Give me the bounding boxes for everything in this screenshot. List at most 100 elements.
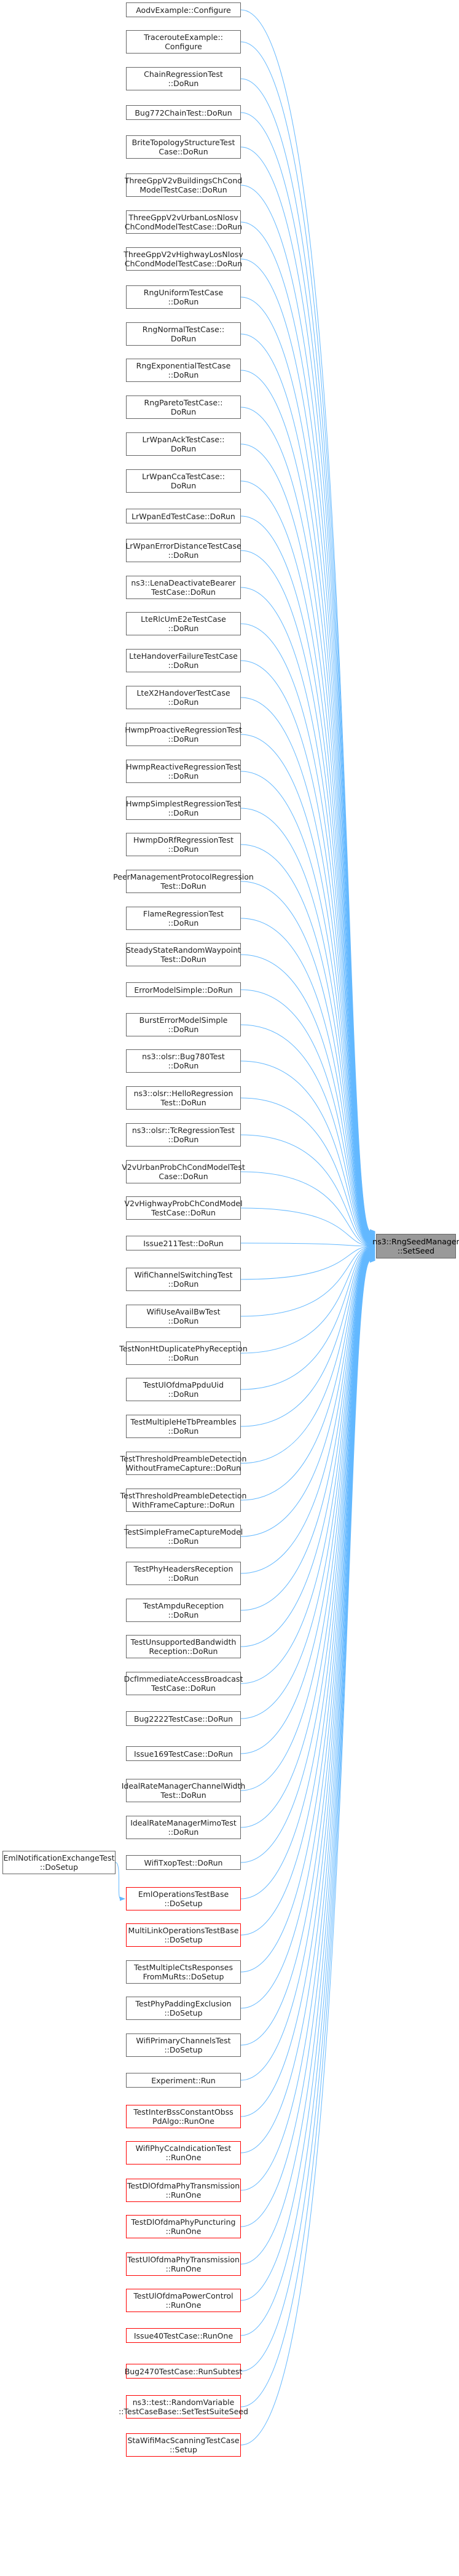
node-label-line: TestSimpleFrameCaptureModel xyxy=(124,1527,243,1536)
caller-node-testulofdmapowercontrol-runone[interactable]: TestUlOfdmaPowerControl::RunOne xyxy=(126,2289,241,2312)
node-label-line: ::RunOne xyxy=(165,2153,202,2162)
caller-node-bursterrormodelsimple-dorun[interactable]: BurstErrorModelSimple::DoRun xyxy=(126,1013,241,1036)
call-edge xyxy=(240,1252,371,1791)
target-node-rngseedmanager-setseed[interactable]: ns3::RngSeedManager::SetSeed xyxy=(372,1234,459,1258)
caller-node-multilinkoperationstestbase-dosetup[interactable]: MultiLinkOperationsTestBase::DoSetup xyxy=(126,1923,241,1947)
caller-node-issue40testcase-runone[interactable]: Issue40TestCase::RunOne xyxy=(126,2328,241,2343)
caller-node-wifiprimarychannelstest-dosetup[interactable]: WifiPrimaryChannelsTest::DoSetup xyxy=(126,2033,241,2057)
call-edge-arrowhead xyxy=(370,1258,375,1263)
caller-node-wifiuseavailbwtest-dorun[interactable]: WifiUseAvailBwTest::DoRun xyxy=(126,1305,241,1328)
caller-node-errormodelsimple-dorun[interactable]: ErrorModelSimple::DoRun xyxy=(126,982,241,997)
node-label-line: Test::DoRun xyxy=(160,1098,206,1107)
caller-node-rngnormaltestcase-dorun[interactable]: RngNormalTestCase::DoRun xyxy=(126,322,241,346)
caller-node-lrwpanacktestcase-dorun[interactable]: LrWpanAckTestCase::DoRun xyxy=(126,432,241,456)
node-label-line: ::TestCaseBase::SetTestSuiteSeed xyxy=(119,2407,248,2416)
caller-node-rngparetotestcase-dorun[interactable]: RngParetoTestCase::DoRun xyxy=(126,396,241,419)
caller-node-ns3-test-randomvariable-testcasebase-settestsuiteseed[interactable]: ns3::test::RandomVariable::TestCaseBase:… xyxy=(119,2395,248,2419)
caller-node-emlnotificationexchangetest-dosetup[interactable]: EmlNotificationExchangeTest::DoSetup xyxy=(2,1851,116,1874)
call-edge xyxy=(240,808,371,1241)
node-label-line: PdAlgo::RunOne xyxy=(152,2117,214,2126)
node-label-line: DoRun xyxy=(170,444,197,453)
call-edge xyxy=(240,1254,371,1899)
call-edge xyxy=(240,1246,371,1317)
caller-node-bug772chaintest-dorun[interactable]: Bug772ChainTest::DoRun xyxy=(126,105,241,120)
caller-node-lrwpanerrordistancetestcase-dorun[interactable]: LrWpanErrorDistanceTestCase::DoRun xyxy=(125,539,241,562)
caller-node-testulofdmaphytransmission-runone[interactable]: TestUlOfdmaPhyTransmission::RunOne xyxy=(126,2252,241,2276)
caller-node-rnguniformtestcase-dorun[interactable]: RngUniformTestCase::DoRun xyxy=(126,285,241,309)
node-label-line: TestUnsupportedBandwidth xyxy=(130,1637,237,1647)
caller-node-hwmpproactiveregressiontest-dorun[interactable]: HwmpProactiveRegressionTest::DoRun xyxy=(125,723,242,746)
caller-node-rngexponentialtestcase-dorun[interactable]: RngExponentialTestCase::DoRun xyxy=(126,359,241,382)
node-label-line: TestCase::DoRun xyxy=(151,587,216,597)
caller-node-testulofdmappduuid-dorun[interactable]: TestUlOfdmaPpduUid::DoRun xyxy=(126,1378,241,1401)
caller-node-testsimpleframecapturemodel-dorun[interactable]: TestSimpleFrameCaptureModel::DoRun xyxy=(124,1525,243,1548)
caller-node-wifichannelswitchingtest-dorun[interactable]: WifiChannelSwitchingTest::DoRun xyxy=(126,1268,241,1291)
caller-node-testmultiplehetbpreambles-dorun[interactable]: TestMultipleHeTbPreambles::DoRun xyxy=(126,1415,241,1438)
caller-node-wifiphyccaindicationtest-runone[interactable]: WifiPhyCcaIndicationTest::RunOne xyxy=(126,2141,241,2165)
caller-node-testphyheadersreception-dorun[interactable]: TestPhyHeadersReception::DoRun xyxy=(126,1562,241,1585)
caller-node-testnonhtduplicatephyreception-dorun[interactable]: TestNonHtDuplicatePhyReception::DoRun xyxy=(119,1342,248,1365)
caller-node-lterlcume2etestcase-dorun[interactable]: LteRlcUmE2eTestCase::DoRun xyxy=(126,612,241,635)
caller-node-bug2222testcase-dorun[interactable]: Bug2222TestCase::DoRun xyxy=(126,1711,241,1726)
caller-node-issue211test-dorun[interactable]: Issue211Test::DoRun xyxy=(126,1236,241,1250)
call-edge xyxy=(240,771,371,1241)
caller-node-bug2470testcase-runsubtest[interactable]: Bug2470TestCase::RunSubtest xyxy=(125,2364,242,2379)
caller-node-wifitxoptest-dorun[interactable]: WifiTxopTest::DoRun xyxy=(126,1855,241,1870)
node-label-line: BurstErrorModelSimple xyxy=(139,1016,228,1025)
caller-node-ns3-olsr-bug780test-dorun[interactable]: ns3::olsr::Bug780Test::DoRun xyxy=(126,1049,241,1073)
caller-node-hwmpreactiveregressiontest-dorun[interactable]: HwmpReactiveRegressionTest::DoRun xyxy=(126,760,241,783)
node-label-line: EmlNotificationExchangeTest xyxy=(3,1853,115,1862)
caller-node-aodvexample-configure[interactable]: AodvExample::Configure xyxy=(126,2,241,17)
caller-node-lrwpanccatestcase-dorun[interactable]: LrWpanCcaTestCase::DoRun xyxy=(126,469,241,493)
node-label-line: WithoutFrameCapture::DoRun xyxy=(125,1463,241,1473)
caller-node-hwmpdorfregressiontest-dorun[interactable]: HwmpDoRfRegressionTest::DoRun xyxy=(126,833,241,856)
node-label-line: ::RunOne xyxy=(165,2300,202,2310)
node-label-line: ::DoRun xyxy=(168,1827,199,1837)
node-label-line: StaWifiMacScanningTestCase xyxy=(127,2436,240,2445)
call-edge-arrowhead xyxy=(120,1896,125,1901)
node-label-line: Test::DoRun xyxy=(160,881,206,891)
caller-node-issue169testcase-dorun[interactable]: Issue169TestCase::DoRun xyxy=(126,1746,241,1761)
caller-node-chainregressiontest-dorun[interactable]: ChainRegressionTest::DoRun xyxy=(126,67,241,90)
caller-node-lrwpanedtestcase-dorun[interactable]: LrWpanEdTestCase::DoRun xyxy=(126,509,241,523)
caller-node-ltehandoverfailuretestcase-dorun[interactable]: LteHandoverFailureTestCase::DoRun xyxy=(126,649,241,672)
caller-node-ns3-olsr-tcregressiontest-dorun[interactable]: ns3::olsr::TcRegressionTest::DoRun xyxy=(126,1123,241,1147)
caller-node-emloperationstestbase-dosetup[interactable]: EmlOperationsTestBase::DoSetup xyxy=(126,1887,241,1910)
caller-node-testampdureception-dorun[interactable]: TestAmpduReception::DoRun xyxy=(126,1599,241,1622)
node-label-line: ::DoRun xyxy=(168,808,199,817)
node-label-line: ThreeGppV2vUrbanLosNlosv xyxy=(128,213,238,222)
caller-node-flameregressiontest-dorun[interactable]: FlameRegressionTest::DoRun xyxy=(126,907,241,930)
caller-node-testdlofdmaphypuncturing-runone[interactable]: TestDlOfdmaPhyPuncturing::RunOne xyxy=(126,2215,241,2238)
node-label-line: ::DoRun xyxy=(168,1426,199,1436)
caller-node-stawifimacscanningtestcase-setup[interactable]: StaWifiMacScanningTestCase::Setup xyxy=(126,2433,241,2457)
caller-node-experiment-run[interactable]: Experiment::Run xyxy=(126,2073,241,2088)
caller-node-testdlofdmaphytransmission-runone[interactable]: TestDlOfdmaPhyTransmission::RunOne xyxy=(126,2179,241,2202)
node-label-line: ::DoRun xyxy=(168,918,199,928)
call-edge xyxy=(240,1207,371,1246)
call-edge xyxy=(240,1024,371,1244)
caller-node-ltex2handovertestcase-dorun[interactable]: LteX2HandoverTestCase::DoRun xyxy=(126,686,241,709)
node-label-line: ::DoRun xyxy=(168,734,199,744)
caller-node-hwmpsimplestregressiontest-dorun[interactable]: HwmpSimplestRegressionTest::DoRun xyxy=(126,797,241,820)
caller-node-testphypaddingexclusion-dosetup[interactable]: TestPhyPaddingExclusion::DoSetup xyxy=(126,1997,241,2020)
caller-node-tracerouteexample-configure[interactable]: TracerouteExample::Configure xyxy=(126,30,241,54)
node-label-line: ChainRegressionTest xyxy=(144,70,223,79)
caller-node-idealratemanagermimotest-dorun[interactable]: IdealRateManagerMimoTest::DoRun xyxy=(126,1816,241,1839)
